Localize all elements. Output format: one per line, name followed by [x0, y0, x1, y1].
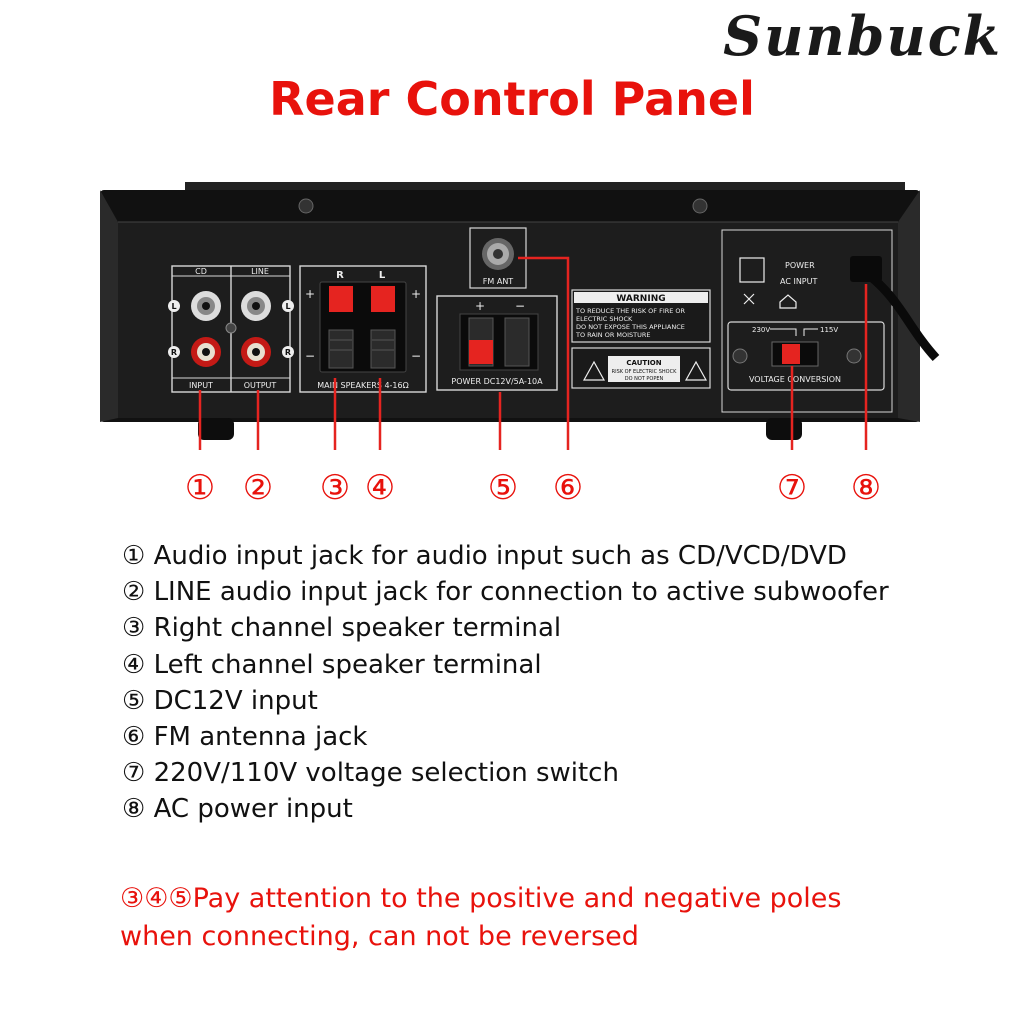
note-line-2: when connecting, can not be reversed [120, 921, 639, 952]
screw [298, 198, 314, 214]
rca-jack-block: CD LINE INPUT OUTPUT L R L R [168, 265, 294, 393]
svg-text:L: L [285, 302, 290, 311]
svg-text:−: − [305, 349, 315, 363]
cd-input-left-jack[interactable] [191, 291, 221, 321]
cd-label: CD [195, 267, 207, 276]
brand-logo: Sunbuck [723, 4, 1002, 68]
svg-text:+: + [475, 299, 485, 313]
right-negative-terminal[interactable] [328, 329, 354, 369]
description-item: ⑥ FM antenna jack [122, 722, 368, 753]
svg-text:DO NOT POPEN: DO NOT POPEN [625, 376, 664, 382]
ac-input-block: POWER AC INPUT [739, 257, 817, 309]
caution-label: CAUTION RISK OF ELECTRIC SHOCK DO NOT PO… [571, 347, 711, 389]
description-item: ⑤ DC12V input [122, 685, 318, 716]
screw [846, 348, 862, 364]
description-item: ① Audio input jack for audio input such … [122, 541, 847, 571]
line-output-right-jack[interactable] [241, 337, 271, 367]
svg-text:115V: 115V [820, 326, 838, 334]
left-negative-terminal[interactable] [370, 329, 396, 369]
svg-text:R: R [336, 270, 344, 281]
screw [732, 348, 748, 364]
page-title: Rear Control Panel [269, 72, 755, 126]
svg-text:R: R [171, 348, 177, 357]
svg-text:RISK OF ELECTRIC SHOCK: RISK OF ELECTRIC SHOCK [612, 369, 677, 375]
callout-2: ② [242, 468, 274, 508]
svg-text:WARNING: WARNING [616, 294, 665, 304]
dc-power-terminals: + − POWER DC12V/5A-10A [436, 295, 558, 391]
svg-text:R: R [285, 348, 291, 357]
svg-text:POWER: POWER [785, 261, 815, 270]
dc-negative-terminal[interactable] [504, 317, 530, 367]
main-speakers-label: MAIN SPEAKERS 4-16Ω [317, 381, 408, 390]
screw [692, 198, 708, 214]
description-item: ⑧ AC power input [122, 794, 353, 825]
voltage-conversion-label: VOLTAGE CONVERSION [749, 375, 841, 384]
svg-text:TO REDUCE THE RISK OF FIRE OR: TO REDUCE THE RISK OF FIRE OR [575, 307, 686, 315]
callout-8: ⑧ [850, 468, 882, 508]
right-positive-terminal[interactable] [329, 286, 353, 312]
polarity-note: ③④⑤Pay attention to the positive and neg… [120, 880, 842, 956]
main-speaker-terminals: R L + − + − MAIN SPEAKERS 4-16Ω [299, 265, 427, 393]
svg-text:DO NOT EXPOSE THIS APPLIANCE: DO NOT EXPOSE THIS APPLIANCE [576, 323, 685, 331]
output-label: OUTPUT [244, 381, 277, 390]
left-positive-terminal[interactable] [371, 286, 395, 312]
power-dc-label: POWER DC12V/5A-10A [451, 377, 543, 386]
callout-5: ⑤ [487, 468, 519, 508]
ac-power-cord[interactable] [850, 256, 940, 362]
description-list: ① Audio input jack for audio input such … [122, 538, 889, 828]
callout-3: ③ [319, 468, 351, 508]
fm-antenna-jack[interactable] [482, 238, 514, 270]
warning-label: WARNING TO REDUCE THE RISK OF FIRE OR EL… [571, 289, 711, 343]
svg-text:FM ANT: FM ANT [483, 277, 514, 286]
svg-text:CAUTION: CAUTION [626, 359, 661, 367]
callout-7: ⑦ [776, 468, 808, 508]
description-item: ② LINE audio input jack for connection t… [122, 577, 889, 608]
svg-text:L: L [171, 302, 176, 311]
description-item: ⑦ 220V/110V voltage selection switch [122, 758, 619, 789]
callout-leaders [198, 256, 868, 450]
line-output-left-jack[interactable] [241, 291, 271, 321]
input-label: INPUT [189, 381, 213, 390]
amplifier-rear-panel: CD LINE INPUT OUTPUT L R L R R L + − + −… [100, 182, 940, 450]
cd-input-right-jack[interactable] [191, 337, 221, 367]
svg-text:L: L [379, 270, 386, 281]
svg-text:AC INPUT: AC INPUT [780, 277, 817, 286]
voltage-selector-switch[interactable] [782, 344, 800, 364]
svg-text:+: + [411, 287, 421, 301]
callout-4: ④ [364, 468, 396, 508]
svg-text:TO RAIN OR MOISTURE: TO RAIN OR MOISTURE [575, 331, 651, 339]
line-label: LINE [251, 267, 269, 276]
svg-text:−: − [411, 349, 421, 363]
svg-text:+: + [305, 287, 315, 301]
voltage-selector-block: 230V 115V VOLTAGE CONVERSION [727, 321, 885, 391]
note-line-1: ③④⑤Pay attention to the positive and neg… [120, 883, 842, 914]
callout-1: ① [184, 468, 216, 508]
svg-text:ELECTRIC SHOCK: ELECTRIC SHOCK [576, 315, 633, 323]
svg-text:230V: 230V [752, 326, 770, 334]
description-item: ③ Right channel speaker terminal [122, 613, 562, 644]
callout-6: ⑥ [552, 468, 584, 508]
svg-text:−: − [515, 299, 525, 313]
description-item: ④ Left channel speaker terminal [122, 649, 542, 680]
